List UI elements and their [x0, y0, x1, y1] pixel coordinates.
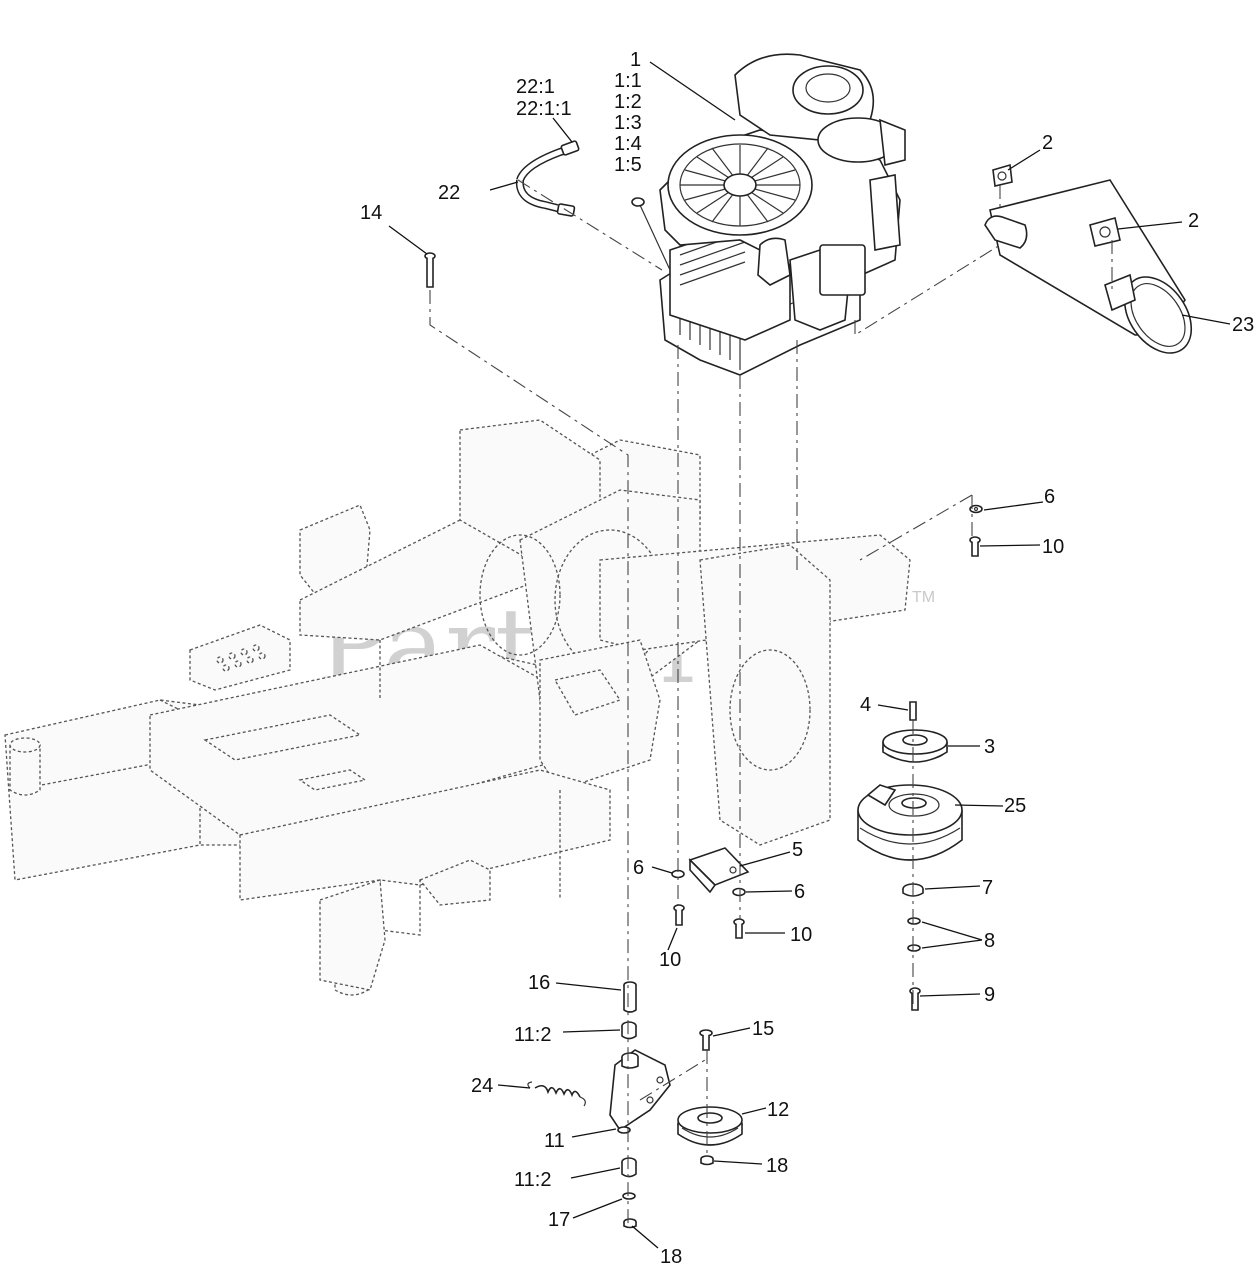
callout-9: 9: [984, 984, 995, 1006]
callout-labels: 1 1:1 1:2 1:3 1:4 1:5 22:1 22:1:1 22 14 …: [360, 49, 1254, 1268]
callout-1-3: 1:3: [614, 112, 642, 134]
callout-10-center: 10: [659, 949, 681, 971]
bolt-9: [909, 987, 921, 1011]
callout-18-pulley: 18: [766, 1155, 788, 1177]
callout-8: 8: [984, 930, 995, 952]
watermark-trademark: TM: [912, 589, 935, 606]
callout-2-side: 2: [1188, 210, 1199, 232]
spring-24: [527, 1081, 586, 1107]
pulley-12: [677, 1106, 743, 1146]
bracket-5: [688, 847, 750, 894]
washer-6-right: [969, 504, 983, 514]
leader-lines: [388, 61, 1231, 1249]
alignment-lines: [429, 179, 1113, 1225]
callout-1-2: 1:2: [614, 91, 642, 113]
callout-16: 16: [528, 972, 550, 994]
bushing-11-2-top: [621, 1021, 637, 1040]
gasket-top: [992, 163, 1013, 187]
spacer-16: [623, 981, 637, 1013]
bolt-10-right: [969, 536, 981, 557]
callout-22-1: 22:1: [516, 76, 555, 98]
bolt-14: [424, 252, 436, 288]
callout-11: 11: [544, 1130, 565, 1152]
callout-10-bracket: 10: [790, 924, 812, 946]
washer-17: [622, 1192, 636, 1200]
callout-6-center: 6: [633, 857, 644, 879]
callout-24: 24: [471, 1075, 493, 1097]
callout-12: 12: [767, 1099, 789, 1121]
callout-6-bracket: 6: [794, 881, 805, 903]
callout-22: 22: [438, 182, 460, 204]
idler-arm-11: [609, 1049, 671, 1134]
callout-25: 25: [1004, 795, 1026, 817]
callout-1-1: 1:1: [614, 70, 642, 92]
pin-4: [909, 701, 917, 721]
bolt-15: [699, 1029, 713, 1051]
callout-10-right: 10: [1042, 536, 1064, 558]
pulley-3: [882, 729, 948, 763]
clutch-25: [857, 784, 963, 861]
nut-18-bottom: [623, 1218, 637, 1229]
callout-15: 15: [752, 1018, 774, 1040]
fuel-hose: [515, 140, 580, 217]
callout-11-2-top: 11:2: [514, 1024, 551, 1046]
gasket-side: [1089, 217, 1121, 247]
bolt-10-center: [673, 904, 685, 926]
callout-4: 4: [860, 694, 871, 716]
callout-17: 17: [548, 1209, 570, 1231]
callout-7: 7: [982, 877, 993, 899]
mower-frame: [4, 419, 911, 996]
callout-5: 5: [792, 839, 803, 861]
bushing-11-2-bottom: [621, 1157, 637, 1178]
callout-11-2-bottom: 11:2: [514, 1169, 551, 1191]
washer-8: [907, 917, 921, 952]
muffler: [984, 179, 1193, 354]
washer-6-bracket: [732, 887, 746, 897]
callout-22-1-1: 22:1:1: [516, 98, 572, 120]
callout-23: 23: [1232, 314, 1254, 336]
callout-3: 3: [984, 736, 995, 758]
callout-1-5: 1:5: [614, 154, 642, 176]
callout-2-top: 2: [1042, 132, 1053, 154]
callout-6-right: 6: [1044, 486, 1055, 508]
callout-1: 1: [630, 49, 641, 71]
callout-18-bottom: 18: [660, 1246, 682, 1268]
callout-1-4: 1:4: [614, 133, 642, 155]
engine: [631, 53, 906, 376]
nut-18-pulley: [700, 1155, 714, 1166]
callout-14: 14: [360, 202, 382, 224]
bolt-10-bracket: [733, 918, 745, 939]
